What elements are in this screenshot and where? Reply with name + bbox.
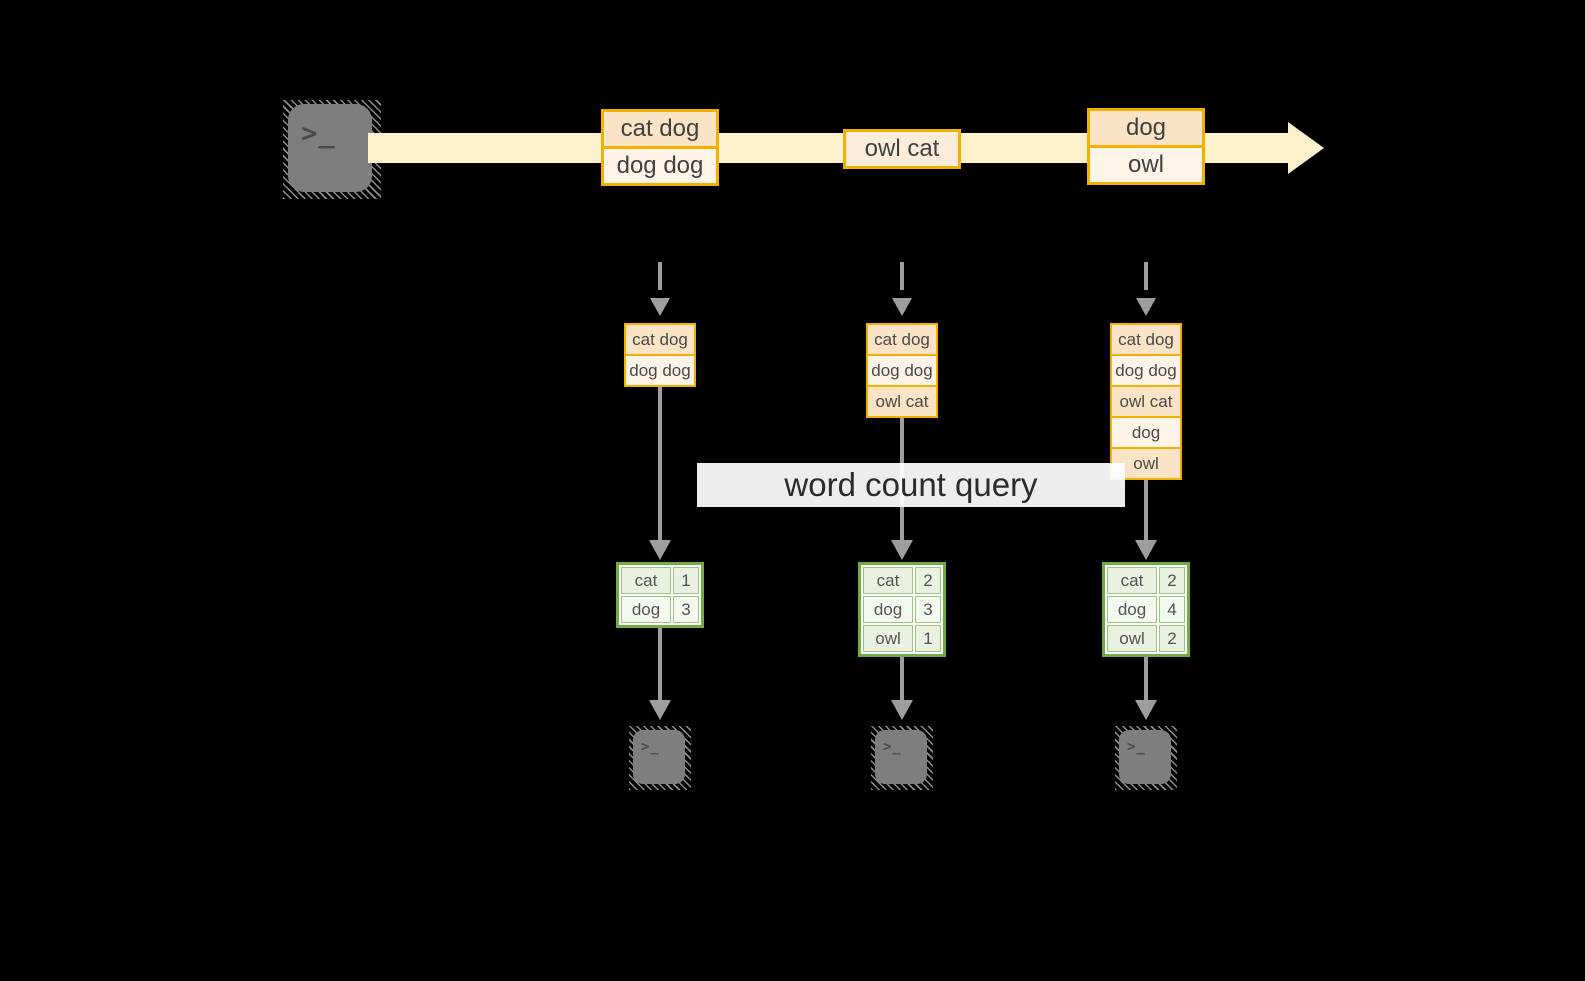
word-cell: owl bbox=[863, 625, 913, 652]
result-arrowhead-icon bbox=[891, 700, 913, 720]
terminal-screen: >_ bbox=[288, 104, 372, 192]
result-arrow-stem bbox=[900, 657, 904, 700]
ingest-arrowhead-icon bbox=[650, 298, 670, 316]
table-row: cat 2 bbox=[1107, 567, 1185, 594]
sink-terminal-icon: >_ bbox=[629, 726, 691, 790]
stream-record-box-3: dog owl bbox=[1087, 108, 1205, 185]
table-row: cat 1 bbox=[621, 567, 699, 594]
query-arrow-stem bbox=[1144, 478, 1148, 540]
query-label: word count query bbox=[697, 463, 1125, 507]
result-arrow-stem bbox=[658, 628, 662, 700]
record-cell: dog dog bbox=[1112, 354, 1180, 385]
sink-terminal-icon: >_ bbox=[1115, 726, 1177, 790]
query-arrow-stem bbox=[658, 387, 662, 540]
count-cell: 3 bbox=[673, 596, 699, 623]
record-cell: cat dog bbox=[626, 325, 694, 354]
word-cell: cat bbox=[1107, 567, 1157, 594]
record-cell: owl cat bbox=[846, 132, 958, 166]
record-cell: cat dog bbox=[1112, 325, 1180, 354]
count-cell: 1 bbox=[673, 567, 699, 594]
result-arrow-stem bbox=[1144, 657, 1148, 700]
record-cell: owl cat bbox=[868, 385, 936, 416]
terminal-prompt-icon: >_ bbox=[641, 739, 660, 755]
record-cell: owl cat bbox=[1112, 385, 1180, 416]
input-buffer-2: cat dog dog dog owl cat bbox=[866, 323, 938, 418]
input-buffer-3: cat dog dog dog owl cat dog owl bbox=[1110, 323, 1182, 480]
word-count-table-1: cat 1 dog 3 bbox=[616, 562, 704, 628]
count-cell: 4 bbox=[1159, 596, 1185, 623]
word-cell: cat bbox=[863, 567, 913, 594]
record-cell: dog dog bbox=[604, 146, 716, 183]
table-row: dog 4 bbox=[1107, 596, 1185, 623]
count-cell: 3 bbox=[915, 596, 941, 623]
input-buffer-1: cat dog dog dog bbox=[624, 323, 696, 387]
table-row: dog 3 bbox=[621, 596, 699, 623]
result-arrowhead-icon bbox=[649, 700, 671, 720]
query-arrowhead-icon bbox=[891, 540, 913, 560]
sink-terminal-icon: >_ bbox=[871, 726, 933, 790]
count-cell: 2 bbox=[1159, 567, 1185, 594]
record-cell: cat dog bbox=[604, 112, 716, 146]
ingest-arrowhead-icon bbox=[892, 298, 912, 316]
count-cell: 1 bbox=[915, 625, 941, 652]
record-cell: owl bbox=[1090, 145, 1202, 182]
count-cell: 2 bbox=[1159, 625, 1185, 652]
record-cell: dog bbox=[1090, 111, 1202, 145]
ingest-arrowhead-icon bbox=[1136, 298, 1156, 316]
terminal-prompt-icon: >_ bbox=[301, 118, 336, 149]
word-cell: dog bbox=[621, 596, 671, 623]
terminal-screen: >_ bbox=[1119, 730, 1171, 784]
source-terminal-icon: >_ bbox=[283, 100, 381, 199]
ingest-arrow-stem bbox=[1144, 262, 1148, 290]
record-cell: dog dog bbox=[868, 354, 936, 385]
record-cell: cat dog bbox=[868, 325, 936, 354]
word-cell: owl bbox=[1107, 625, 1157, 652]
word-count-table-3: cat 2 dog 4 owl 2 bbox=[1102, 562, 1190, 657]
query-arrowhead-icon bbox=[1135, 540, 1157, 560]
word-count-table-2: cat 2 dog 3 owl 1 bbox=[858, 562, 946, 657]
stream-record-box-1: cat dog dog dog bbox=[601, 109, 719, 186]
result-arrowhead-icon bbox=[1135, 700, 1157, 720]
terminal-screen: >_ bbox=[633, 730, 685, 784]
record-cell: dog bbox=[1112, 416, 1180, 447]
terminal-prompt-icon: >_ bbox=[1127, 739, 1146, 755]
query-arrowhead-icon bbox=[649, 540, 671, 560]
word-cell: dog bbox=[1107, 596, 1157, 623]
table-row: owl 2 bbox=[1107, 625, 1185, 652]
table-row: owl 1 bbox=[863, 625, 941, 652]
terminal-screen: >_ bbox=[875, 730, 927, 784]
ingest-arrow-stem bbox=[658, 262, 662, 290]
record-cell: dog dog bbox=[626, 354, 694, 385]
terminal-prompt-icon: >_ bbox=[883, 739, 902, 755]
ingest-arrow-stem bbox=[900, 262, 904, 290]
stream-record-box-2: owl cat bbox=[843, 129, 961, 169]
stream-arrowhead-icon bbox=[1288, 122, 1324, 174]
word-cell: cat bbox=[621, 567, 671, 594]
word-cell: dog bbox=[863, 596, 913, 623]
table-row: dog 3 bbox=[863, 596, 941, 623]
table-row: cat 2 bbox=[863, 567, 941, 594]
count-cell: 2 bbox=[915, 567, 941, 594]
